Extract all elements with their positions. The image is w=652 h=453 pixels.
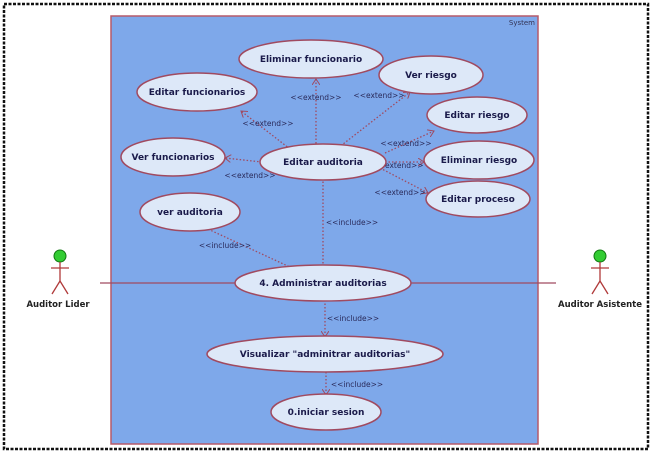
include-label-4: <<include>>: [331, 380, 383, 389]
usecase-visualizar: Visualizar "adminitrar auditorias": [206, 335, 444, 373]
include-relations: [209, 178, 326, 395]
usecase-label: Eliminar riesgo: [441, 156, 517, 166]
usecase-eliminar-funcionario: Eliminar funcionario: [238, 39, 384, 79]
include-label-1: <<include>>: [326, 218, 378, 227]
usecase-ver-auditoria: ver auditoria: [139, 192, 241, 232]
extend-label-3: <<extend>>: [242, 119, 293, 128]
usecase-editar-proceso: Editar proceso: [425, 180, 531, 218]
usecase-label: 4. Administrar auditorias: [259, 279, 386, 289]
usecase-ver-riesgo: Ver riesgo: [378, 55, 484, 95]
actor-label: Auditor Lider: [26, 300, 90, 310]
usecase-label: Editar proceso: [441, 195, 515, 205]
usecase-label: ver auditoria: [157, 208, 223, 218]
usecase-label: Ver riesgo: [405, 71, 457, 81]
usecase-label: Eliminar funcionario: [260, 55, 362, 65]
extend-label-4: <<extend>>: [380, 139, 431, 148]
actor-auditor-asistente: Auditor Asistente: [558, 249, 642, 310]
usecase-administrar-auditorias: 4. Administrar auditorias: [234, 264, 412, 302]
usecase-label: Editar riesgo: [444, 111, 509, 121]
usecase-editar-riesgo: Editar riesgo: [426, 96, 528, 134]
usecase-eliminar-riesgo: Eliminar riesgo: [423, 140, 535, 180]
usecase-label: Visualizar "adminitrar auditorias": [240, 350, 410, 360]
actor-label: Auditor Asistente: [558, 300, 642, 310]
include-label-3: <<include>>: [327, 314, 379, 323]
usecase-ver-funcionarios: Ver funcionarios: [120, 137, 226, 177]
extend-label-6: <<extend>>: [372, 161, 423, 170]
extend-relations: [225, 79, 434, 193]
usecase-label: Ver funcionarios: [131, 153, 214, 163]
usecase-label: 0.iniciar sesion: [288, 408, 365, 418]
extend-label-1: <<extend>>: [290, 93, 341, 102]
usecase-editar-funcionarios: Editar funcionarios: [136, 72, 258, 112]
system-label: System: [509, 19, 535, 27]
actor-head-icon: [593, 249, 607, 263]
usecase-label: Editar funcionarios: [149, 88, 246, 98]
usecase-label: Editar auditoria: [283, 158, 363, 168]
extend-label-7: <<extend>>: [374, 188, 425, 197]
extend-line-ver-riesgo: [337, 92, 410, 149]
extend-label-5: <<extend>>: [224, 171, 275, 180]
actor-head-icon: [53, 249, 67, 263]
usecase-editar-auditoria: Editar auditoria: [259, 143, 387, 181]
extend-label-2: <<extend>>: [353, 91, 404, 100]
include-label-2: <<include>>: [199, 241, 251, 250]
extend-line-ver-funcionarios: [225, 158, 263, 163]
actor-auditor-lider: Auditor Lider: [26, 249, 90, 310]
usecase-iniciar-sesion: 0.iniciar sesion: [270, 393, 382, 431]
include-line-ver-auditoria: [209, 229, 292, 268]
